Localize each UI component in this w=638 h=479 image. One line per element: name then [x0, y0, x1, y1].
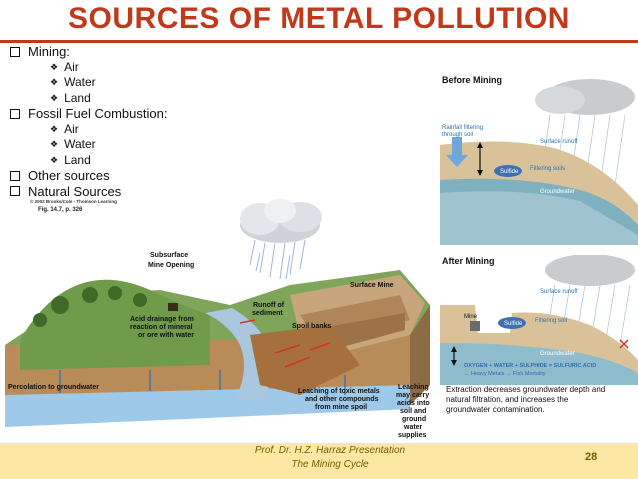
slide-title: SOURCES OF METAL POLLUTION: [0, 2, 638, 36]
after-groundwater: Groundwater: [540, 351, 575, 357]
label-leaching-7: supplies: [398, 432, 427, 439]
before-rain-2: through soil: [442, 132, 473, 138]
label-subsurface: Subsurface: [150, 252, 188, 259]
before-title: Before Mining: [442, 75, 502, 85]
diamond-bullet-icon: ❖: [50, 75, 58, 91]
bullet-list: Mining: ❖Air ❖Water ❖Land Fossil Fuel Co…: [10, 44, 310, 199]
checkbox-bullet-icon: [10, 109, 20, 119]
title-underline: [0, 40, 638, 43]
label-leach-2: and other compounds: [305, 396, 379, 403]
label-leaching-5: ground: [402, 416, 426, 423]
diamond-bullet-icon: ❖: [50, 137, 58, 153]
rain-cloud-icon: [240, 199, 322, 243]
label-acid-1: Acid drainage from: [130, 316, 194, 323]
after-mine-label: Mine: [464, 314, 478, 320]
bullet-fossil-fuel: Fossil Fuel Combustion:: [10, 106, 310, 122]
label-acid-2: reaction of mineral: [130, 324, 193, 331]
label-spoil-banks: Spoil banks: [292, 323, 331, 330]
label-surface-mine: Surface Mine: [350, 282, 394, 289]
bullet-other: Other sources: [10, 168, 310, 184]
mine-opening-icon: [168, 303, 178, 311]
label-leach-3: from mine spoil: [315, 404, 367, 411]
after-sulfide: Sulfide: [504, 321, 523, 327]
label-leaching-1: Leaching: [398, 384, 429, 391]
sub-bullet: ❖Air: [10, 60, 310, 76]
sub-bullet: ❖Land: [10, 153, 310, 169]
label-leaching-6: water: [403, 424, 423, 431]
before-filtering: Filtering soils: [530, 166, 565, 172]
footer-course: The Mining Cycle: [230, 459, 430, 470]
label-runoff: Runoff of: [253, 302, 285, 309]
after-title: After Mining: [442, 256, 495, 266]
label-leaching-4: soil and: [400, 408, 426, 415]
mine-pit-icon: [470, 321, 480, 331]
reaction-equation: OXYGEN + WATER + SULPHIDE = SULFURIC ACI…: [464, 363, 596, 369]
after-mining-panel: After Mining Surface runoff Mine Filteri…: [440, 255, 638, 385]
diamond-bullet-icon: ❖: [50, 122, 58, 138]
reaction-effects: → Heavy Metals → Fish Mortality: [464, 371, 546, 377]
sub-bullet: ❖Air: [10, 122, 310, 138]
after-filtering: Filtering soil: [535, 318, 567, 324]
diamond-bullet-icon: ❖: [50, 153, 58, 169]
after-runoff: Surface runoff: [540, 289, 578, 295]
sub-bullet: ❖Water: [10, 75, 310, 91]
sub-bullet: ❖Water: [10, 137, 310, 153]
footer-presenter: Prof. Dr. H.Z. Harraz Presentation: [230, 445, 430, 456]
before-runoff: Surface runoff: [540, 139, 578, 145]
mining-landscape-illustration: Subsurface Mine Opening Surface Mine Run…: [0, 195, 440, 445]
rain-lines: [250, 240, 305, 279]
label-mine-opening: Mine Opening: [148, 262, 194, 269]
label-leaching-2: may carry: [396, 392, 429, 399]
label-leach-1: Leaching of toxic metals: [298, 388, 380, 395]
label-sediment: sediment: [252, 310, 283, 317]
label-percolation: Percolation to groundwater: [8, 384, 99, 391]
diamond-bullet-icon: ❖: [50, 91, 58, 107]
checkbox-bullet-icon: [10, 47, 20, 57]
label-leaching-3: acids into: [397, 400, 430, 407]
sub-bullet: ❖Land: [10, 91, 310, 107]
before-groundwater: Groundwater: [540, 189, 575, 195]
bullet-mining: Mining:: [10, 44, 310, 60]
label-acid-3: or ore with water: [138, 332, 194, 339]
diamond-bullet-icon: ❖: [50, 60, 58, 76]
before-rain-1: Rainfall filtering: [442, 125, 483, 131]
before-sulfide: Sulfide: [500, 169, 519, 175]
checkbox-bullet-icon: [10, 171, 20, 181]
before-mining-panel: Before Mining Rainfall filtering through…: [440, 75, 638, 245]
page-number: 28: [585, 451, 597, 463]
contamination-note: Extraction decreases groundwater depth a…: [446, 385, 636, 415]
